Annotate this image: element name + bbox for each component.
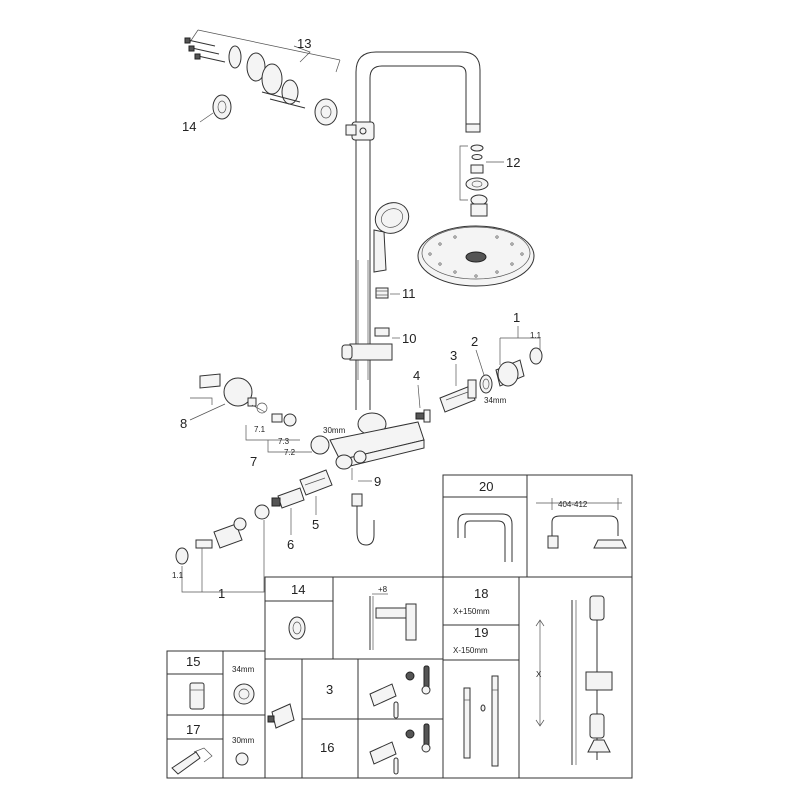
callout-2: 2 bbox=[471, 334, 478, 349]
slider-10 bbox=[341, 327, 400, 361]
panel-20-number: 20 bbox=[479, 479, 493, 494]
callout-8: 8 bbox=[180, 416, 187, 431]
escutcheon-ring-14 bbox=[199, 94, 232, 123]
callout-6: 6 bbox=[287, 537, 294, 552]
shower-hose bbox=[351, 493, 375, 546]
leader-8 bbox=[189, 403, 226, 421]
hand-shower bbox=[373, 202, 410, 273]
panel-19-dim: X-150mm bbox=[453, 646, 488, 655]
ring-2 bbox=[479, 374, 493, 394]
callout-14: 14 bbox=[182, 119, 196, 134]
callout-1-1-top: 1.1 bbox=[530, 331, 542, 340]
callout-7-1: 7.1 bbox=[254, 425, 266, 434]
thermostat-mixer bbox=[329, 412, 425, 480]
panel-18-dim: X+150mm bbox=[453, 607, 490, 616]
panel-20 bbox=[442, 474, 633, 578]
handle-1-top bbox=[495, 337, 543, 387]
cartridge-3 bbox=[439, 379, 477, 413]
cartridge-5 bbox=[299, 469, 333, 496]
panel-15-number: 15 bbox=[186, 654, 200, 669]
panel-17-dim: 30mm bbox=[232, 736, 255, 745]
panel-18-number: 18 bbox=[474, 586, 488, 601]
callout-1-1-bottom: 1.1 bbox=[172, 571, 184, 580]
panel-17-number: 17 bbox=[186, 722, 200, 737]
callout-3: 3 bbox=[450, 348, 457, 363]
panel-3-16 bbox=[264, 658, 444, 779]
filter-4 bbox=[415, 409, 431, 423]
dim-34mm: 34mm bbox=[484, 396, 507, 405]
thermostat-cartridge-icon-b bbox=[369, 723, 431, 775]
callout-4: 4 bbox=[413, 368, 420, 383]
panel-3-number: 3 bbox=[326, 682, 333, 697]
callout-11: 11 bbox=[402, 286, 416, 301]
head-shower bbox=[417, 144, 535, 287]
panel-15-dim: 34mm bbox=[232, 665, 255, 674]
leader-2 bbox=[475, 349, 485, 376]
callout-10: 10 bbox=[402, 331, 416, 346]
panel-14 bbox=[264, 576, 444, 660]
handle-1-bottom bbox=[175, 504, 270, 593]
callout-12: 12 bbox=[506, 155, 520, 170]
cartridge-6 bbox=[271, 487, 305, 509]
callout-1-bottom: 1 bbox=[218, 586, 225, 601]
hose-nut-11 bbox=[375, 287, 400, 299]
leader-4 bbox=[417, 384, 421, 409]
callout-7: 7 bbox=[250, 454, 257, 469]
panel-14-number: 14 bbox=[291, 582, 305, 597]
callout-5: 5 bbox=[312, 517, 319, 532]
screw-set bbox=[184, 37, 226, 63]
head-shower-connector-parts bbox=[459, 144, 504, 217]
shower-column bbox=[345, 51, 481, 410]
panel-18-19 bbox=[442, 576, 633, 779]
panel-14-offset: +8 bbox=[378, 585, 388, 594]
callout-7-2: 7.2 bbox=[284, 448, 296, 457]
callout-13: 13 bbox=[297, 36, 311, 51]
panel-19-number: 19 bbox=[474, 625, 488, 640]
head-shower-disc bbox=[417, 225, 535, 287]
callout-7-3: 7.3 bbox=[278, 437, 290, 446]
height-x-label: X bbox=[536, 670, 542, 679]
thermostat-cartridge-icon-a bbox=[369, 665, 431, 719]
panel-16-number: 16 bbox=[320, 740, 334, 755]
wall-bracket-assembly bbox=[184, 29, 341, 126]
handle-8 bbox=[190, 373, 257, 407]
parts-7-group bbox=[245, 402, 330, 455]
dim-30mm: 30mm bbox=[323, 426, 346, 435]
callout-9: 9 bbox=[374, 474, 381, 489]
panel-20-dim: 404-412 bbox=[558, 500, 588, 509]
callout-1-top: 1 bbox=[513, 310, 520, 325]
